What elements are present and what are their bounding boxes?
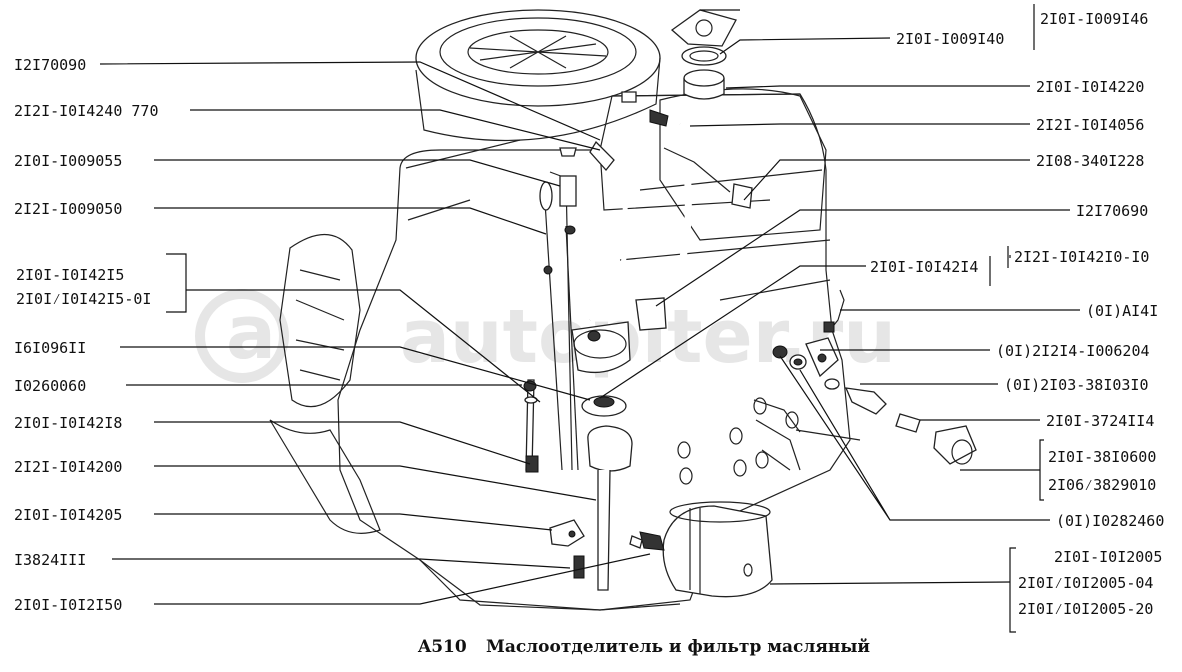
label-I6I096II: I6I096II [14,339,86,357]
leader-lines [99,4,1080,633]
label-2I0I-I0I2005-04: 2I0I⁄I0I2005-04 [1018,574,1153,592]
caption-code: A510 [417,637,467,657]
label-2I0I-3724II4: 2I0I-3724II4 [1046,412,1154,430]
label-2I0I-I0I2005: 2I0I-I0I2005 [1054,548,1162,566]
label-2I0I-I0I4205: 2I0I-I0I4205 [14,506,122,524]
svg-text:a: a [226,290,276,376]
caption-title: Маслоотделитель и фильтр масляный [486,637,870,657]
label-I2I70090: I2I70090 [14,56,86,74]
engine-illustration [269,9,977,611]
label-2I2I-I009050: 2I2I-I009050 [14,200,122,218]
label-2I06-3829010: 2I06⁄3829010 [1048,476,1156,494]
left-labels: I2I70090 2I2I-I0I4240 770 2I0I-I009055 2… [14,56,159,614]
label-2I0I-I009I46: 2I0I-I009I46 [1040,10,1148,28]
label-2I0I-I0I42I4: 2I0I-I0I42I4 [870,258,978,276]
label-0I-2I2I4-I006204: (0I)2I2I4-I006204 [996,342,1150,360]
label-2I0I-I0I42I5: 2I0I-I0I42I5 [16,266,124,284]
label-2I0I-38I0600: 2I0I-38I0600 [1048,448,1156,466]
label-2I0I-I009I40: 2I0I-I009I40 [896,30,1004,48]
label-I0260060: I0260060 [14,377,86,395]
label-2I08-340I228: 2I08-340I228 [1036,152,1144,170]
label-2I0I-I0I2I50: 2I0I-I0I2I50 [14,596,122,614]
caption: A510 Маслоотделитель и фильтр масляный [417,637,870,657]
label-2I0I-I0I4220: 2I0I-I0I4220 [1036,78,1144,96]
label-2I2I-I0I4056: 2I2I-I0I4056 [1036,116,1144,134]
label-I3824III: I3824III [14,551,86,569]
label-2I0I-I0I2005-20: 2I0I⁄I0I2005-20 [1018,600,1153,618]
label-0I-2I03-38I03I0: (0I)2I03-38I03I0 [1004,376,1149,394]
label-2I2I-I0I4200: 2I2I-I0I4200 [14,458,122,476]
label-2I0I-I0I42I8: 2I0I-I0I42I8 [14,414,122,432]
label-I2I70690: I2I70690 [1076,202,1148,220]
label-2I0I-I0I42I5-0I: 2I0I⁄I0I42I5-0I [16,290,151,308]
label-2I0I-I009055: 2I0I-I009055 [14,152,122,170]
label-0I-I0282460: (0I)I0282460 [1056,512,1164,530]
label-2I2I-I0I42I0-I0: 2I2I-I0I42I0-I0 [1014,248,1149,266]
right-labels: 2I0I-I009I46 2I0I-I009I40 2I0I-I0I4220 2… [870,10,1164,618]
label-2I2I-I0I4240-770: 2I2I-I0I4240 770 [14,102,159,120]
label-0I-AI4I: (0I)AI4I [1086,302,1158,320]
